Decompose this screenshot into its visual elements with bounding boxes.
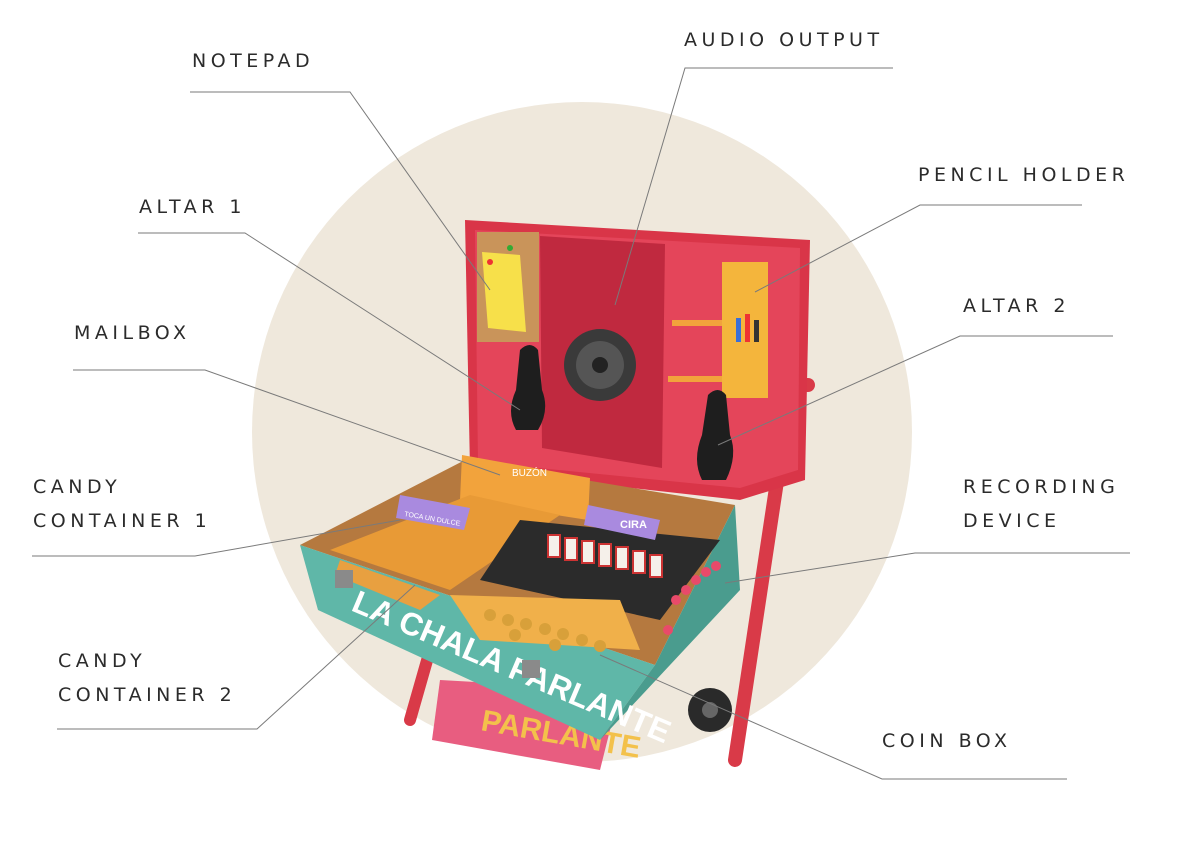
lid <box>465 220 810 500</box>
leader-pencil-holder <box>754 204 1082 293</box>
label-altar-1: ALTAR 1 <box>139 196 246 218</box>
label-candy-container-2: CANDY CONTAINER 2 <box>58 644 236 712</box>
leader-lines <box>32 67 1130 780</box>
recording-device-illustration <box>480 520 720 620</box>
label-altar-2: ALTAR 2 <box>963 295 1070 317</box>
label-pencil-holder: PENCIL HOLDER <box>918 164 1130 186</box>
box: LA CHALA PARLANTE BUZÓN TOCA UN DULCE CI… <box>300 455 740 750</box>
label-candy-container-2-line-1: CANDY <box>58 650 147 672</box>
leader-altar-2 <box>717 335 1113 446</box>
label-notepad: NOTEPAD <box>192 50 315 72</box>
leader-coin-box <box>599 654 1067 780</box>
label-candy-container-1-line-1: CANDY <box>33 476 122 498</box>
label-recording-device: RECORDING DEVICE <box>963 470 1119 538</box>
leader-candy-container-1 <box>32 519 401 557</box>
coin-box-illustration <box>450 595 640 650</box>
altar-1-statue <box>511 345 546 430</box>
label-mailbox: MAILBOX <box>74 322 191 344</box>
leader-altar-1 <box>138 232 521 411</box>
label-audio-output: AUDIO OUTPUT <box>684 29 884 51</box>
candy-container-1-illustration <box>330 495 560 590</box>
altar-2-statue <box>697 390 734 480</box>
sign-right: CIRA <box>620 519 647 531</box>
leader-notepad <box>190 91 491 291</box>
label-candy-container-2-line-2: CONTAINER 2 <box>58 684 237 706</box>
label-coin-box: COIN BOX <box>882 730 1012 752</box>
label-candy-container-1-line-2: CONTAINER 1 <box>33 510 212 532</box>
label-candy-container-1: CANDY CONTAINER 1 <box>33 470 211 538</box>
label-recording-device-line-2: DEVICE <box>963 510 1061 532</box>
notepad-sheet <box>482 252 526 332</box>
leader-recording-device <box>724 552 1130 584</box>
label-recording-device-line-1: RECORDING <box>963 476 1120 498</box>
leader-audio-output <box>614 67 893 306</box>
leader-candy-container-2 <box>57 584 416 730</box>
mailbox-tag: BUZÓN <box>512 466 547 479</box>
leader-mailbox <box>73 369 501 476</box>
